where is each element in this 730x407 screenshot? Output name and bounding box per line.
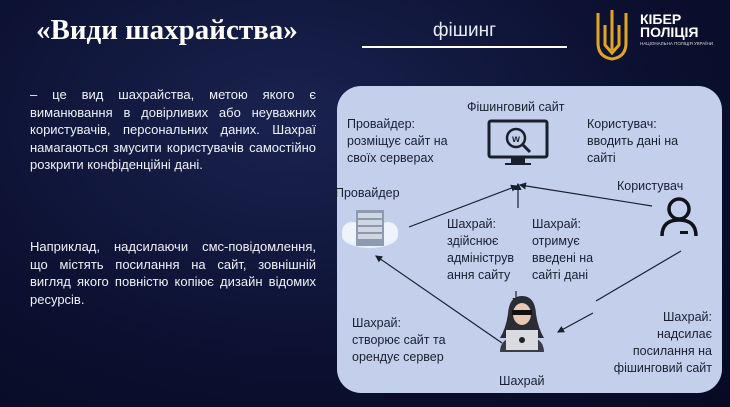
- server-cloud-icon: [342, 210, 398, 248]
- fraud-send-label: Шахрай: надсилає посилання на фішинговий…: [613, 310, 712, 375]
- logo-text: КІБЕР ПОЛІЦІЯ: [640, 11, 699, 40]
- hacker-icon: [500, 296, 544, 352]
- provider-action-label: Провайдер: розміщує сайт на своїх сервер…: [347, 117, 448, 165]
- cyberpolice-logo: КІБЕР ПОЛІЦІЯ НАЦІОНАЛЬНА ПОЛІЦІЯ УКРАЇН…: [590, 5, 725, 65]
- trident-icon: [596, 10, 628, 61]
- example-text: Наприклад, надсилаючи смс-повідомлення, …: [30, 239, 316, 307]
- user-action-label: Користувач: вводить дані на сайті: [587, 117, 679, 165]
- provider-label: Провайдер: [335, 186, 400, 200]
- user-icon: [660, 197, 698, 237]
- fraud-label: Шахрай: [499, 374, 545, 388]
- phishing-site-label: Фішинговий сайт: [467, 100, 565, 114]
- fraud-create-label: Шахрай: створює сайт та орендує сервер: [352, 316, 446, 364]
- definition-text: – це вид шахрайства, метою якого є виман…: [30, 87, 316, 172]
- fraud-receive-label: Шахрай: отримує введені на сайті дані: [532, 217, 594, 282]
- slide-title: «Види шахрайства»: [36, 14, 298, 46]
- slide-subtitle: фішинг: [362, 20, 567, 48]
- svg-text:w: w: [511, 134, 520, 145]
- fraud-admin-label: Шахрай: здійснює адмініструв ання сайту: [447, 217, 514, 282]
- diagram-arrows: [375, 182, 682, 344]
- diagram-panel: Фішинговий сайт w Провайдер: розміщує са…: [335, 86, 722, 393]
- user-label: Користувач: [617, 179, 684, 193]
- logo-subtext: НАЦІОНАЛЬНА ПОЛІЦІЯ УКРАЇНИ: [640, 41, 713, 46]
- monitor-search-icon: w: [487, 119, 549, 165]
